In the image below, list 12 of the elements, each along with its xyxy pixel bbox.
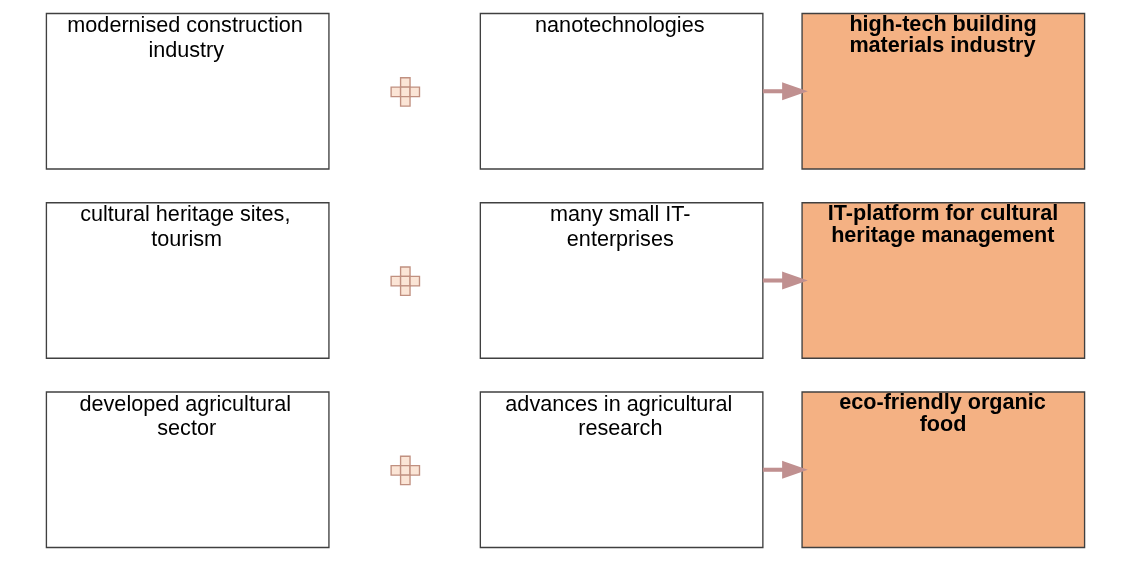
node-box: cultural heritage sites, tourism — [45, 202, 330, 359]
arrow — [762, 271, 808, 290]
node-box: developed agricultural sector — [45, 391, 330, 549]
node-box: many small IT-enterprises — [479, 202, 764, 359]
node-box: advances in agricultural research — [479, 391, 764, 549]
node-box: high-tech building materials industry — [801, 12, 1086, 170]
node-box: modernised construction industry — [45, 12, 330, 170]
node-box: eco-friendly organic food — [801, 391, 1086, 549]
arrow — [762, 82, 808, 101]
node-box: nanotechnologies — [479, 12, 764, 170]
arrow — [762, 460, 808, 479]
node-box: IT-platform for cultural heritage management — [801, 202, 1086, 359]
